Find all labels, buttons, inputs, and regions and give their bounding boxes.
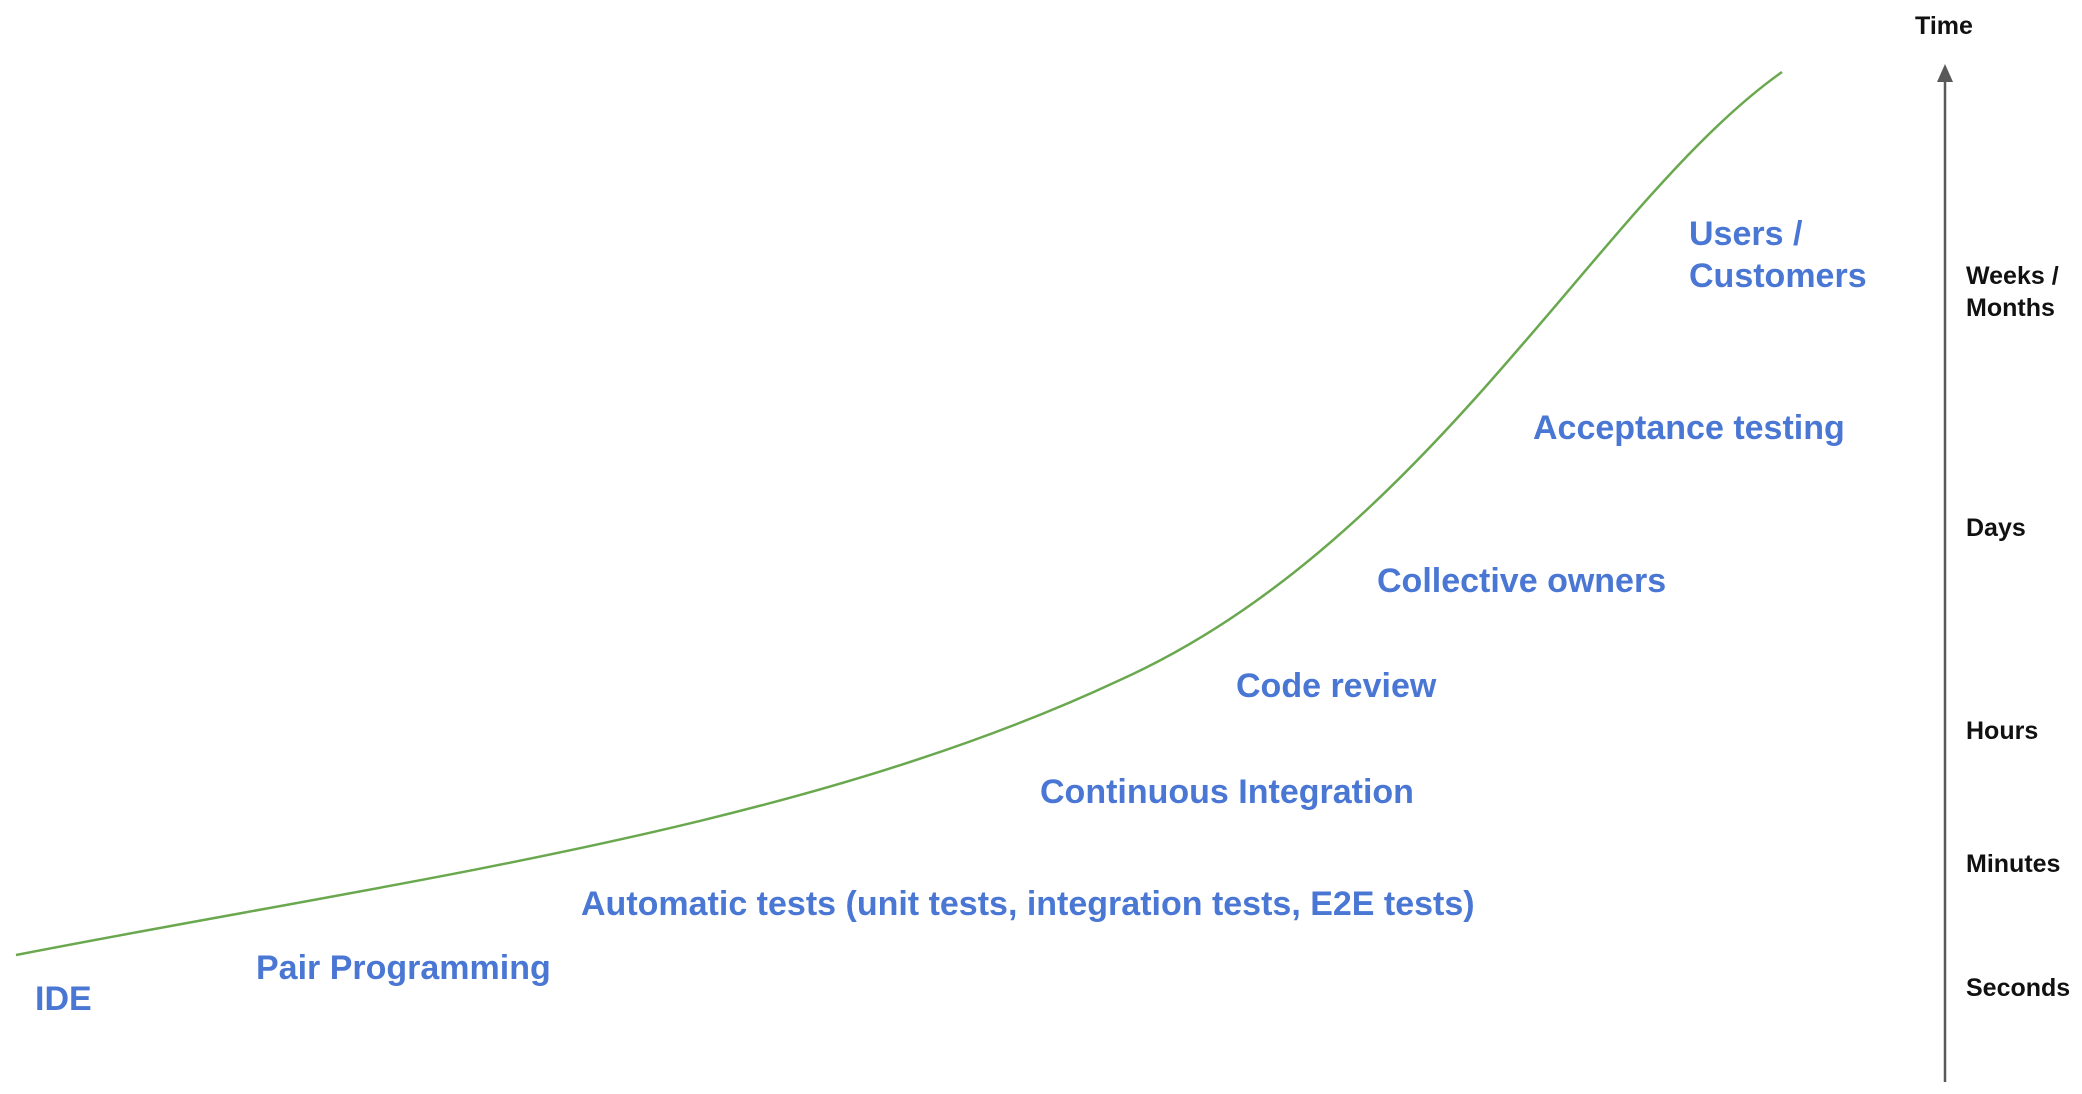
practice-label-collective-owners: Collective owners <box>1377 562 1666 600</box>
practice-label-users: Users / <box>1689 215 1803 253</box>
practice-label-pair-programming: Pair Programming <box>256 949 551 987</box>
practice-label-continuous-integration: Continuous Integration <box>1040 773 1414 811</box>
scale-label-hours: Hours <box>1966 717 2038 745</box>
time-axis-arrowhead <box>1937 64 1953 82</box>
scale-label-weeks: Weeks / <box>1966 262 2059 290</box>
practice-label-automatic-tests: Automatic tests (unit tests, integration… <box>581 885 1475 923</box>
scale-label-minutes: Minutes <box>1966 850 2060 878</box>
scale-label-months: Months <box>1966 294 2055 322</box>
practice-label-acceptance-testing: Acceptance testing <box>1533 409 1845 447</box>
feedback-time-curve <box>15 70 1783 957</box>
scale-label-days: Days <box>1966 514 2026 542</box>
practice-label-ide: IDE <box>35 980 92 1018</box>
axis-title: Time <box>1915 12 1973 40</box>
scale-label-seconds: Seconds <box>1966 974 2070 1002</box>
practice-label-code-review: Code review <box>1236 667 1437 705</box>
practice-label-customers: Customers <box>1689 257 1867 295</box>
